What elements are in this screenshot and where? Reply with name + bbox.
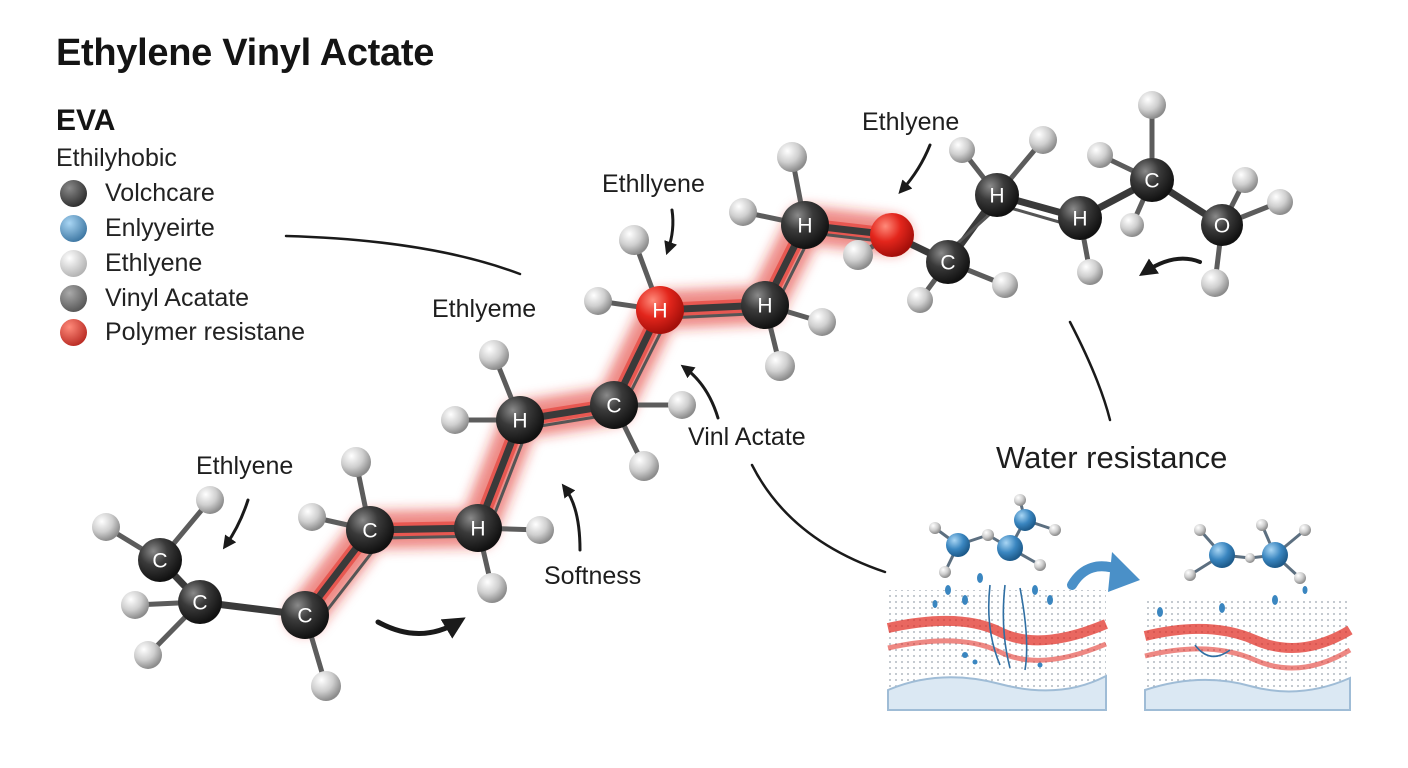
hydrogen-labeled-atom: H [454,504,502,552]
svg-text:H: H [470,518,485,541]
svg-text:C: C [362,520,377,543]
legend-label: Enlyyeirte [105,213,215,242]
softness-arrow [561,483,582,552]
hydrogen-labeled-atom: H [741,281,789,329]
carbon-atom: C [1130,158,1174,202]
legend-label: Vinyl Acatate [105,283,250,312]
legend-item: Enlyyeirte [60,213,215,243]
legend-item: Volchcare [60,178,215,208]
svg-text:C: C [606,395,621,418]
oxygen-flow-arrow [1139,256,1202,276]
water-leader-line-upper [1068,320,1112,422]
bottom-flow-arrow [375,617,466,639]
hydrogen-labeled-atom: H [975,173,1019,217]
svg-text:C: C [152,550,167,573]
hydrogen-atoms [92,91,1293,701]
svg-text:C: C [297,605,312,628]
label-ethllyene: Ethllyene [602,170,705,198]
annotation-arrows [222,143,1202,639]
label-water-resistance: Water resistance [996,440,1228,475]
svg-text:C: C [192,592,207,615]
carbon-atom: C [590,381,638,429]
hydrogen-labeled-atom: H [1058,196,1102,240]
carbon-atom: C [178,580,222,624]
legend-dot [60,284,87,312]
vinl-actate-arrow [680,364,720,420]
red-atom [870,213,914,257]
legend-label: Volchcare [105,178,215,207]
legend-dot [60,249,87,277]
label-vinl-actate: Vinl Actate [688,423,806,451]
ethlyene-top-arrow [898,143,932,195]
label-ethlyene-left: Ethlyene [196,452,294,480]
legend-dot [60,318,87,346]
label-softness: Softness [544,562,642,590]
ethlyene-left-arrow [222,498,250,550]
svg-text:C: C [1144,170,1159,193]
water-panel-right [1143,519,1353,711]
ethllyene-arrow [664,208,678,256]
hydrogen-labeled-atom: H [636,286,684,334]
carbon-atom: C [926,240,970,284]
legend-dot [60,179,87,207]
legend-item: Ethlyene [60,248,202,278]
hydrogen-labeled-atom: H [781,201,829,249]
transfer-arrowhead [1108,552,1140,592]
svg-text:H: H [797,215,812,238]
page-subtitle: EVA [56,104,116,137]
oxygen-atom: O [1201,204,1243,246]
water-leader-line-lower [750,463,887,574]
legend-item: Vinyl Acatate [60,283,249,313]
svg-text:C: C [940,252,955,275]
legend-label: Polymer resistane [105,317,306,346]
legend-label: Ethlyene [105,248,203,277]
carbon-atom: C [138,538,182,582]
legend-dot [60,214,87,242]
legend-leader-line [284,234,522,276]
svg-text:H: H [512,410,527,433]
svg-text:H: H [989,185,1004,208]
svg-text:H: H [757,295,772,318]
svg-text:O: O [1214,215,1230,238]
label-ethlyene-top: Ethlyene [862,108,960,136]
svg-text:H: H [652,300,667,323]
svg-text:H: H [1072,208,1087,231]
page-title: Ethylene Vinyl Actate [56,32,435,74]
water-panel-left [886,494,1108,711]
label-ethlyeme: Ethlyeme [432,295,537,323]
hydrogen-labeled-atom: H [496,396,544,444]
legend-item: Polymer resistane [60,317,305,347]
legend-heading: Ethilyhobic [56,144,177,172]
carbon-atom: C [281,591,329,639]
carbon-atom: C [346,506,394,554]
